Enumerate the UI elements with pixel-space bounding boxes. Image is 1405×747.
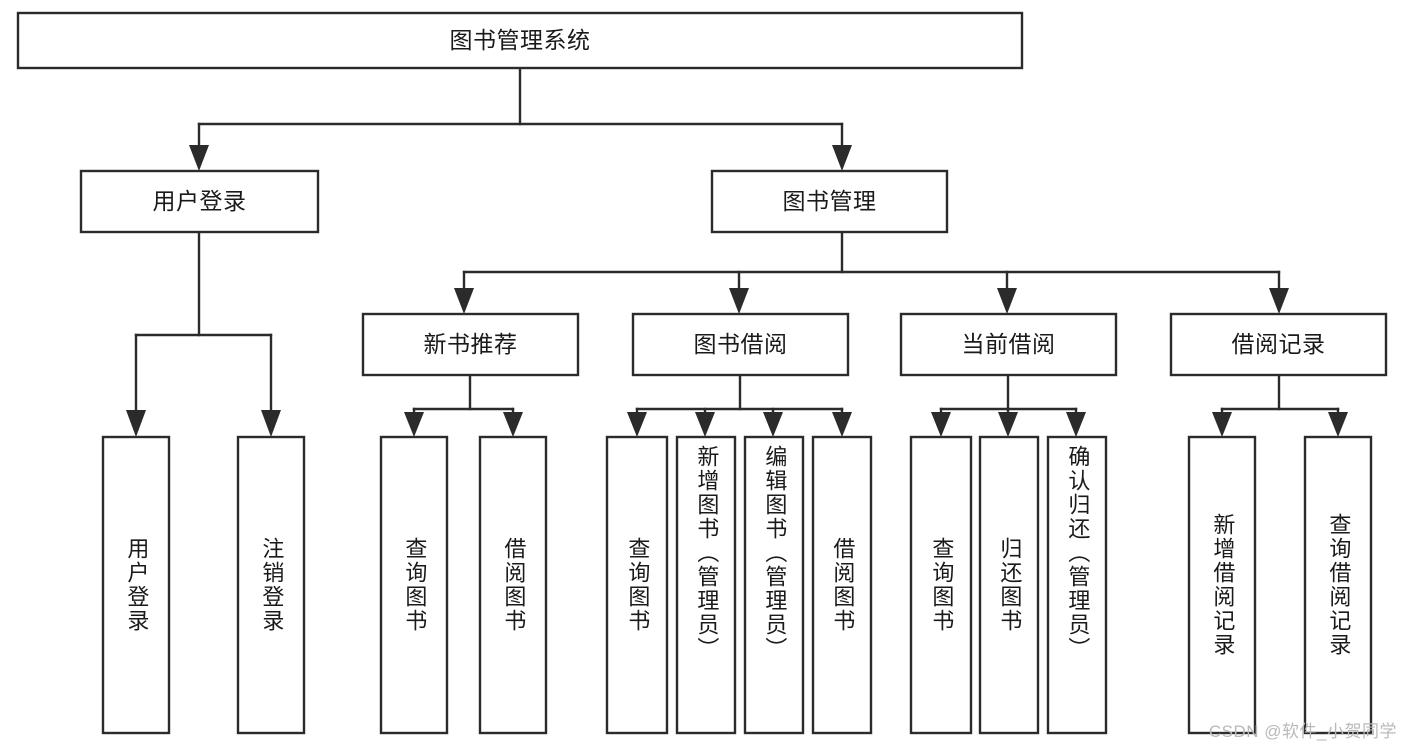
- leaf-box[interactable]: [909, 435, 973, 735]
- connector-userlogin-to-leaves: [126, 230, 281, 437]
- leaf-box[interactable]: [743, 435, 805, 735]
- leaf-box[interactable]: [1046, 435, 1108, 735]
- connector-newbook-to-leaves: [404, 373, 523, 437]
- leaf-box[interactable]: [675, 435, 737, 735]
- node-book-manage-box[interactable]: [710, 169, 949, 234]
- leaf-box[interactable]: [605, 435, 669, 735]
- leaf-box[interactable]: [478, 435, 548, 735]
- connector-bookborrow-to-leaves: [627, 373, 852, 437]
- leaf-box[interactable]: [978, 435, 1040, 735]
- node-current-borrow-box[interactable]: [899, 312, 1118, 377]
- leaf-box[interactable]: [379, 435, 449, 735]
- connector-root-to-level2: [189, 66, 852, 171]
- node-book-borrow-box[interactable]: [631, 312, 850, 377]
- leaf-box[interactable]: [1303, 435, 1373, 735]
- node-root-box[interactable]: [16, 11, 1024, 70]
- node-new-book-recommend-box[interactable]: [361, 312, 580, 377]
- csdn-watermark: CSDN @软件_小贺同学: [1208, 722, 1397, 741]
- node-user-login-box[interactable]: [79, 169, 320, 234]
- leaf-box[interactable]: [101, 435, 171, 735]
- leaf-box[interactable]: [236, 435, 306, 735]
- leaf-box[interactable]: [1187, 435, 1257, 735]
- connector-borrowrecord-to-leaves: [1212, 373, 1348, 437]
- leaf-box[interactable]: [811, 435, 873, 735]
- connector-bookmanage-to-level3: [454, 230, 1289, 314]
- connector-currentborrow-to-leaves: [931, 373, 1086, 437]
- node-borrow-record-box[interactable]: [1169, 312, 1388, 377]
